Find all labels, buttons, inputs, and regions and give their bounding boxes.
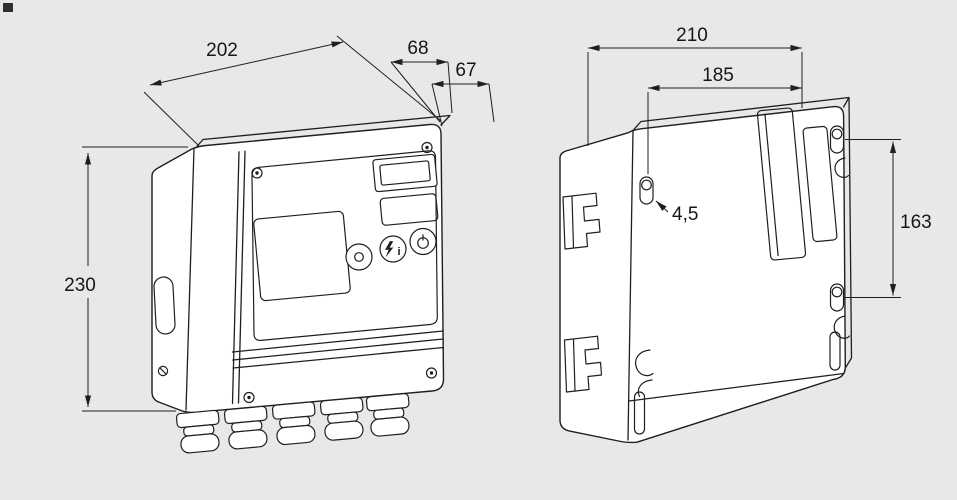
back-right-sliver <box>844 96 853 369</box>
dim-width-202: 202 <box>143 35 442 147</box>
front-view: i <box>151 114 451 455</box>
slot-vent-left <box>633 391 646 435</box>
door-seam-line <box>231 151 240 405</box>
info-icon: i <box>398 246 401 258</box>
front-corner-screws <box>243 141 438 404</box>
ok-button <box>345 243 373 271</box>
back-view <box>559 96 853 444</box>
slot-vent-right <box>829 331 841 371</box>
dim-hole-diameter-4-5: 4,5 <box>655 200 698 225</box>
side-label-slot <box>153 276 176 335</box>
mounting-hole-top-right <box>829 125 845 154</box>
lower-cover-seam-3 <box>232 346 445 369</box>
display-window <box>372 153 438 193</box>
cable-gland <box>365 392 413 438</box>
front-width-label: 202 <box>206 40 238 61</box>
dim-hole-spacing-185: 185 <box>647 65 802 174</box>
dim-vertical-spacing-163: 163 <box>845 139 932 298</box>
page-corner-mark <box>3 3 13 12</box>
lower-cover-seam-2 <box>232 338 444 361</box>
cable-gland <box>271 401 319 446</box>
front-depth-label: 68 <box>407 38 428 59</box>
back-hole-diameter-label: 4,5 <box>672 204 698 225</box>
type-label-field <box>379 193 439 226</box>
reset-info-button: i <box>379 235 407 263</box>
back-bottom-edge <box>628 372 845 402</box>
back-vertical-spacing-label: 163 <box>900 212 932 233</box>
ok-button-dot <box>354 252 364 262</box>
lower-cover-seam-1 <box>231 330 444 353</box>
dim-depth-67: 67 <box>431 60 495 127</box>
rail-clip-top <box>562 192 601 250</box>
power-button <box>409 227 437 256</box>
dim-width-210: 210 <box>587 25 803 146</box>
back-view-dimensions: 210 185 4,5 163 <box>587 25 932 298</box>
mounting-hole-top-left <box>639 176 654 205</box>
top-chamfer-edge <box>195 114 451 149</box>
back-hole-spacing-label: 185 <box>702 65 734 86</box>
dim-depth-68: 68 <box>390 38 453 123</box>
cable-gland <box>319 396 367 442</box>
lightning-icon <box>385 241 394 258</box>
door-seam-line-2 <box>237 150 246 404</box>
dim-height-230: 230 <box>64 146 188 412</box>
cable-gland <box>223 405 271 451</box>
mounting-hole-bottom-right <box>829 283 845 312</box>
front-view-dimensions: 202 68 67 230 <box>64 35 495 412</box>
side-screw <box>157 365 169 377</box>
back-top-chamfer <box>633 96 850 131</box>
cable-gland <box>175 409 223 455</box>
back-side-edge <box>627 129 634 441</box>
mounting-cutout-small <box>802 125 838 243</box>
rail-clip-bottom <box>563 335 603 393</box>
mounting-cutout-large <box>756 107 807 261</box>
back-width-label: 210 <box>676 25 708 46</box>
front-height-label: 230 <box>64 275 96 296</box>
side-front-edge <box>185 147 195 411</box>
front-depth2-label: 67 <box>455 60 476 81</box>
housing-outline <box>151 123 445 414</box>
